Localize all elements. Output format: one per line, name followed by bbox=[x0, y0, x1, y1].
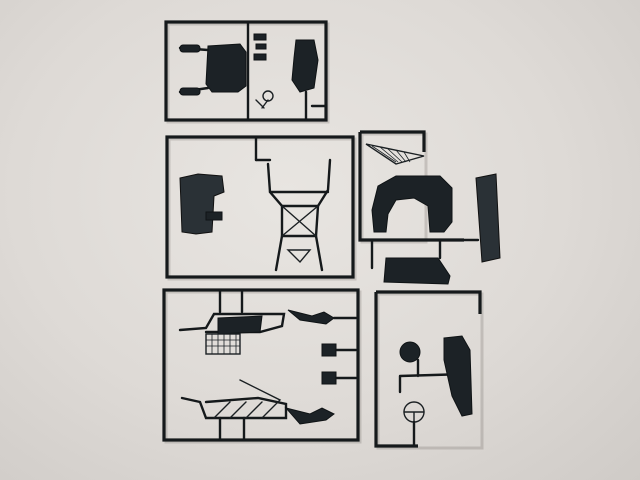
small-bracket bbox=[205, 211, 223, 221]
bracket-b bbox=[321, 371, 337, 385]
sprue-chassis bbox=[165, 135, 357, 281]
sprue-bottom-left bbox=[162, 288, 362, 444]
rear-wing bbox=[475, 173, 501, 263]
sprue-top bbox=[164, 20, 330, 124]
fairing-part bbox=[443, 335, 473, 417]
seat-part bbox=[205, 43, 247, 93]
cowl-part bbox=[291, 39, 319, 93]
radiator-part bbox=[217, 315, 263, 335]
exhaust-pipe-lower bbox=[179, 87, 201, 96]
body-shell bbox=[371, 175, 453, 233]
seat-back-part bbox=[179, 173, 225, 235]
sprue-body bbox=[358, 130, 501, 285]
bracket-a bbox=[321, 343, 337, 357]
exhaust-pipe-upper bbox=[179, 44, 201, 53]
small-parts bbox=[253, 33, 267, 61]
brake-disc bbox=[399, 341, 421, 363]
sprue-bottom-right bbox=[374, 290, 484, 450]
swing-arm-upper bbox=[287, 309, 335, 325]
swing-arm-lower bbox=[284, 407, 335, 425]
floor-plate bbox=[383, 257, 451, 285]
